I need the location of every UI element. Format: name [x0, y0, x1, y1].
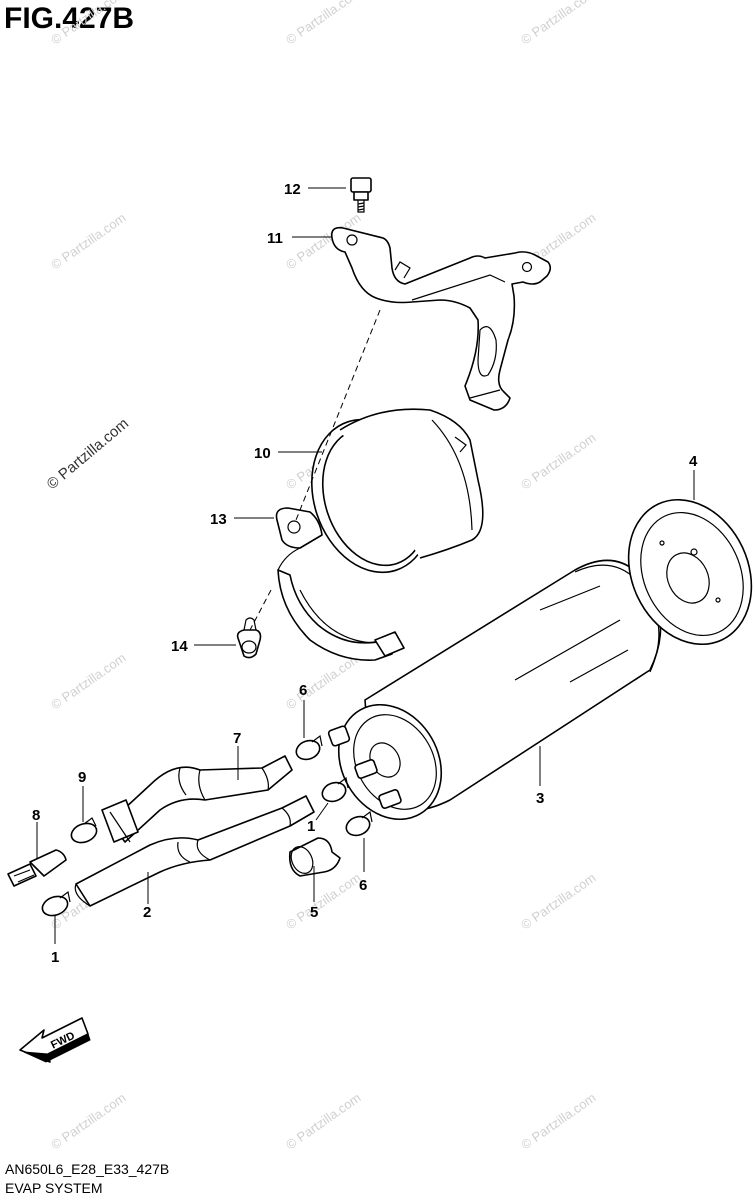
figure-code: AN650L6_E28_E33_427B — [5, 1161, 170, 1177]
part-3-canister — [327, 559, 662, 821]
callout-1-left: 1 — [51, 949, 59, 966]
watermark-text: © Partzilla.com — [518, 0, 598, 47]
part-7-hose — [101, 755, 293, 843]
callout-4: 4 — [689, 453, 698, 470]
fwd-arrow-icon: FWD — [19, 1017, 91, 1063]
callout-8: 8 — [32, 807, 40, 824]
callout-6-top: 6 — [299, 682, 307, 699]
callout-3: 3 — [536, 790, 544, 807]
watermark-text: © Partzilla.com — [283, 1090, 363, 1153]
callout-9: 9 — [78, 769, 86, 786]
watermark-text: © Partzilla.com — [48, 210, 128, 273]
part-10-rubber-ring — [311, 408, 484, 574]
callout-12: 12 — [284, 181, 301, 198]
callout-1-middle: 1 — [307, 818, 315, 835]
watermark-text: © Partzilla.com — [518, 1090, 598, 1153]
watermark-text-dark: © Partzilla.com — [44, 415, 132, 493]
watermark-text: © Partzilla.com — [283, 0, 363, 47]
leader-lines — [36, 187, 695, 944]
assembly-line — [249, 589, 272, 631]
part-4-end-cap — [627, 498, 753, 646]
callout-5: 5 — [310, 904, 318, 921]
clamp-1-middle — [321, 776, 349, 803]
clamp-1-left — [41, 890, 71, 917]
watermark-text: © Partzilla.com — [48, 650, 128, 713]
part-5-cap — [288, 837, 341, 877]
part-13-lower-bracket — [275, 507, 405, 661]
callout-13: 13 — [210, 511, 227, 528]
assembly-line — [295, 309, 381, 521]
part-14-screw — [236, 617, 262, 659]
clamp-6-bottom — [345, 810, 373, 837]
callouts: 12 11 10 13 14 4 6 7 9 8 1 2 1 5 6 3 — [32, 181, 698, 966]
watermarks: © Partzilla.com © Partzilla.com © Partzi… — [44, 0, 599, 1152]
clamp-9 — [70, 817, 98, 844]
callout-2: 2 — [143, 904, 151, 921]
callout-14: 14 — [171, 638, 188, 655]
part-11-upper-bracket — [330, 226, 552, 411]
part-12-bolt — [350, 177, 372, 213]
figure-name: EVAP SYSTEM — [5, 1180, 103, 1196]
callout-10: 10 — [254, 445, 271, 462]
figure-title: FIG.427B — [4, 2, 135, 35]
callout-7: 7 — [233, 730, 241, 747]
watermark-text: © Partzilla.com — [518, 430, 598, 493]
watermark-text: © Partzilla.com — [283, 870, 363, 933]
watermark-text: © Partzilla.com — [48, 1090, 128, 1153]
watermark-text: © Partzilla.com — [518, 870, 598, 933]
part-2-hose — [74, 795, 315, 907]
watermark-text: © Partzilla.com — [48, 0, 128, 47]
clamp-6-top — [295, 734, 323, 761]
callout-11: 11 — [267, 230, 283, 247]
part-8-fitting — [7, 849, 67, 887]
callout-6-bottom: 6 — [359, 877, 367, 894]
